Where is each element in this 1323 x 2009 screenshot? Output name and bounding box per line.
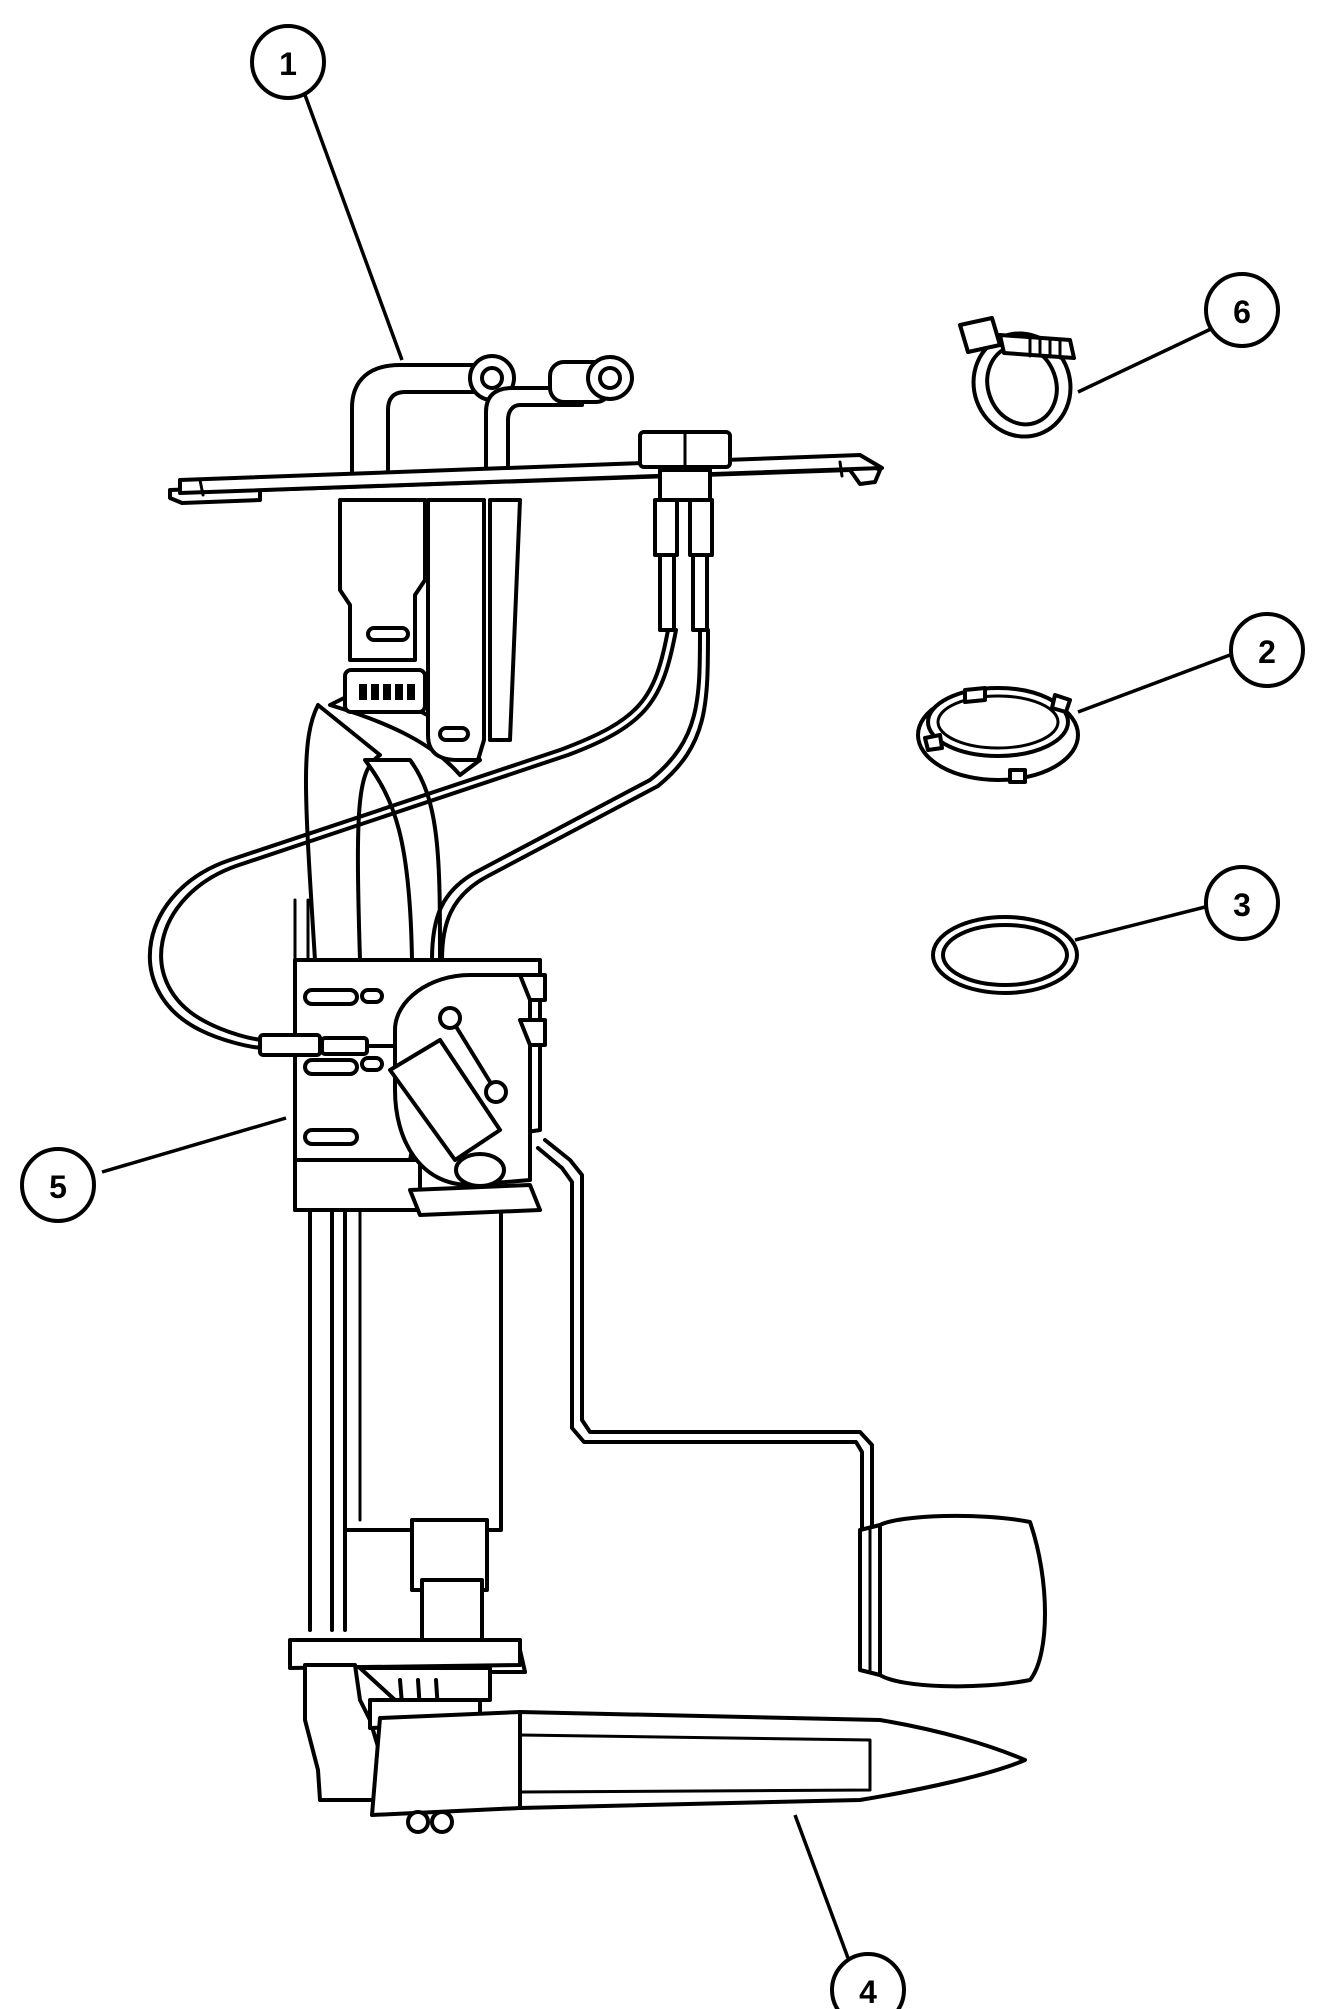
callout-2: 2 xyxy=(1229,612,1305,688)
mounting-flange xyxy=(168,453,884,505)
leader-2 xyxy=(1077,650,1239,714)
guide-rods xyxy=(308,1198,347,1632)
leader-3 xyxy=(1074,903,1214,942)
callout-3-label: 3 xyxy=(1233,887,1251,923)
outlet-pipes xyxy=(350,354,634,482)
hose-clamp-part xyxy=(958,316,1076,439)
callout-2-label: 2 xyxy=(1258,634,1276,670)
wiring-harness xyxy=(147,628,710,1050)
callout-5-label: 5 xyxy=(49,1169,67,1205)
callout-1: 1 xyxy=(250,24,326,100)
leader-1 xyxy=(303,94,404,361)
pump-base xyxy=(288,1638,522,1802)
lock-ring-part xyxy=(916,686,1080,784)
fuel-level-float xyxy=(858,1513,1047,1689)
upper-tube-assembly xyxy=(338,498,522,762)
callout-4-label: 4 xyxy=(859,1974,877,2009)
electrical-connector xyxy=(638,430,732,632)
leader-5 xyxy=(101,1116,287,1174)
o-ring-gasket-part xyxy=(931,915,1079,995)
hose-clamp-slots xyxy=(359,684,415,700)
fuel-level-sender-unit xyxy=(388,973,547,1188)
sender-wire-connector xyxy=(258,1033,397,1057)
callout-6: 6 xyxy=(1204,272,1280,348)
fuel-pump-body xyxy=(343,1198,527,1674)
callout-leaders xyxy=(101,94,1239,1959)
fuel-strainer xyxy=(370,1710,1027,1834)
callout-4: 4 xyxy=(830,1952,906,2009)
callout-5: 5 xyxy=(20,1147,96,1223)
callout-1-label: 1 xyxy=(279,46,297,82)
leader-4 xyxy=(793,1814,850,1959)
float-arm xyxy=(536,1138,874,1537)
callout-6-label: 6 xyxy=(1233,294,1251,330)
fuel-pump-sender-assembly xyxy=(147,354,1047,1834)
leader-6 xyxy=(1077,326,1214,394)
callout-3: 3 xyxy=(1204,865,1280,941)
